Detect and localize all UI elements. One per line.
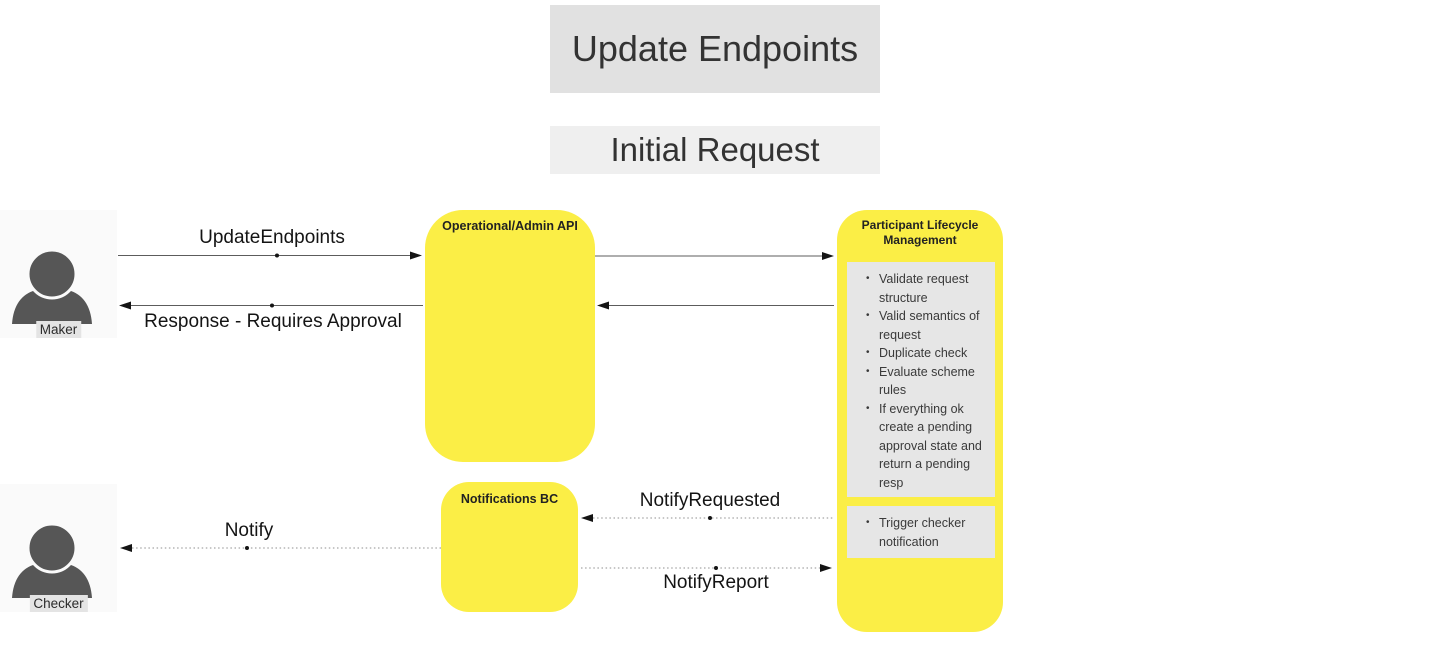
actor-maker: Maker <box>0 210 117 338</box>
task-item: Trigger checker notification <box>866 514 983 551</box>
node-title-line1: Participant Lifecycle <box>861 218 979 232</box>
node-title: Operational/Admin API <box>442 219 578 233</box>
arrow-mid-dot <box>245 546 249 550</box>
arrow-mid-dot <box>270 303 274 308</box>
person-head <box>26 522 78 574</box>
actor-checker-label: Checker <box>29 595 88 612</box>
task-item: Validate request structure <box>866 270 983 307</box>
message-label-notify: Notify <box>224 520 274 541</box>
validation-tasks-list: Validate request structureValid semantic… <box>847 262 995 492</box>
task-item: If everything ok create a pending approv… <box>866 400 983 493</box>
message-label-update-endpoints: UpdateEndpoints <box>199 227 345 248</box>
arrow-mid-dot <box>275 253 279 258</box>
notification-tasks-list: Trigger checker notification <box>847 506 995 551</box>
actor-checker: Checker <box>0 484 117 612</box>
arrow-mid-dot <box>714 566 718 570</box>
actor-maker-label: Maker <box>35 321 82 338</box>
diagram-title: Update Endpoints <box>550 5 880 93</box>
node-participant-lifecycle-management: Participant Lifecycle Management Validat… <box>837 210 1003 632</box>
arrowhead-right <box>820 564 832 572</box>
arrowhead-right <box>410 251 422 260</box>
task-item: Valid semantics of request <box>866 307 983 344</box>
task-item: Duplicate check <box>866 344 983 363</box>
arrow-mid-dot <box>708 516 712 520</box>
arrowhead-left <box>119 301 131 310</box>
message-label-notify-requested: NotifyRequested <box>639 490 781 511</box>
person-head <box>26 248 78 300</box>
arrowhead-left <box>120 544 132 552</box>
arrowhead-left <box>597 301 609 310</box>
notification-tasks-panel: Trigger checker notification <box>847 506 995 558</box>
person-icon <box>12 522 92 598</box>
node-title: Participant Lifecycle Management <box>837 210 1003 248</box>
person-icon <box>12 248 92 324</box>
node-notifications-bc: Notifications BC <box>441 482 578 612</box>
arrowhead-left <box>581 514 593 522</box>
node-title: Notifications BC <box>460 492 559 506</box>
person-body <box>12 564 92 598</box>
diagram-subtitle: Initial Request <box>550 126 880 174</box>
message-label-notify-report: NotifyReport <box>663 572 769 593</box>
message-label-response-requires-approval: Response - Requires Approval <box>144 311 402 332</box>
node-title-line2: Management <box>883 233 957 247</box>
node-operational-admin-api: Operational/Admin API <box>425 210 595 462</box>
arrowhead-right <box>822 252 834 260</box>
validation-tasks-panel: Validate request structureValid semantic… <box>847 262 995 497</box>
task-item: Evaluate scheme rules <box>866 363 983 400</box>
person-body <box>12 290 92 324</box>
